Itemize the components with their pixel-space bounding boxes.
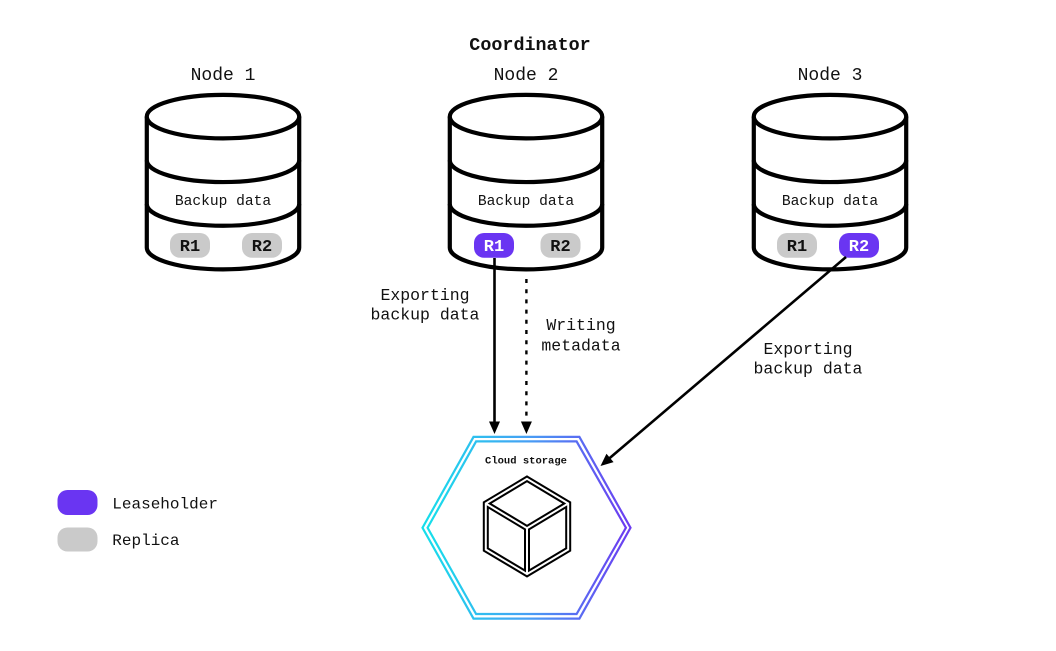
svg-text:Writing: Writing xyxy=(546,316,615,335)
svg-text:Node 1: Node 1 xyxy=(191,66,256,86)
svg-text:Node 3: Node 3 xyxy=(798,66,863,86)
svg-text:Cloud storage: Cloud storage xyxy=(485,456,567,468)
svg-text:R2: R2 xyxy=(550,238,570,257)
svg-text:Backup data: Backup data xyxy=(782,194,879,210)
svg-text:R2: R2 xyxy=(252,238,272,257)
svg-text:metadata: metadata xyxy=(541,337,620,356)
svg-text:Coordinator: Coordinator xyxy=(469,35,590,56)
svg-text:Backup data: Backup data xyxy=(478,194,575,210)
svg-text:backup data: backup data xyxy=(371,305,480,324)
svg-text:Backup data: Backup data xyxy=(175,194,272,210)
svg-text:R1: R1 xyxy=(787,238,807,257)
svg-text:R1: R1 xyxy=(484,238,504,257)
svg-text:R1: R1 xyxy=(180,238,200,257)
svg-text:R2: R2 xyxy=(849,238,869,257)
svg-text:backup data: backup data xyxy=(754,359,863,378)
svg-text:Node 2: Node 2 xyxy=(494,66,559,86)
svg-text:Leaseholder: Leaseholder xyxy=(112,496,218,514)
svg-text:Replica: Replica xyxy=(112,532,180,550)
svg-text:Exporting: Exporting xyxy=(380,286,469,305)
svg-text:Exporting: Exporting xyxy=(763,340,852,359)
